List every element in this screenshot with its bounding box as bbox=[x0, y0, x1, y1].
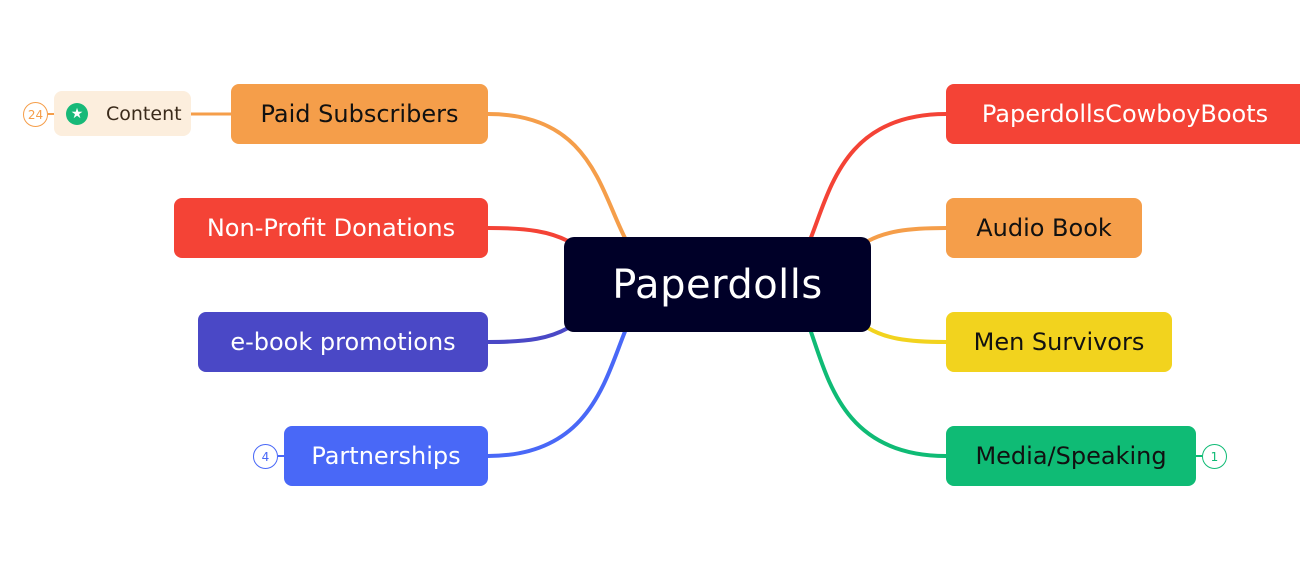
branch-label: Paid Subscribers bbox=[260, 100, 459, 128]
branch-label: Audio Book bbox=[976, 214, 1112, 242]
branch-media-speaking[interactable]: Media/Speaking bbox=[946, 426, 1196, 486]
branch-paperdolls-cowboy-boots[interactable]: PaperdollsCowboyBoots bbox=[946, 84, 1300, 144]
connector-audio bbox=[866, 226, 948, 243]
branch-label: PaperdollsCowboyBoots bbox=[981, 100, 1269, 128]
connector-ebook bbox=[486, 326, 570, 344]
connector-boots bbox=[808, 112, 948, 242]
badge-count: 1 bbox=[1210, 449, 1219, 464]
branch-paid-subscribers[interactable]: Paid Subscribers bbox=[231, 84, 488, 144]
root-topic-label: Paperdolls bbox=[612, 261, 823, 308]
branch-label: e-book promotions bbox=[230, 328, 456, 356]
connector-npd bbox=[486, 226, 570, 243]
star-icon: ★ bbox=[66, 102, 88, 125]
branch-label: Partnerships bbox=[311, 442, 461, 470]
branch-label: Media/Speaking bbox=[975, 442, 1167, 470]
collapsed-count-badge-media[interactable]: 1 bbox=[1202, 444, 1227, 469]
subtopic-label: Content bbox=[106, 102, 182, 125]
collapsed-count-badge-content[interactable]: 24 bbox=[23, 102, 48, 127]
branch-men-survivors[interactable]: Men Survivors bbox=[946, 312, 1172, 372]
connector-paid bbox=[486, 112, 628, 242]
branch-audio-book[interactable]: Audio Book bbox=[946, 198, 1142, 258]
branch-label: Non-Profit Donations bbox=[206, 214, 456, 242]
subtopic-content[interactable]: ★ Content bbox=[54, 91, 191, 136]
branch-partnerships[interactable]: Partnerships bbox=[284, 426, 488, 486]
branch-label: Men Survivors bbox=[973, 328, 1145, 356]
badge-count: 24 bbox=[27, 107, 44, 122]
connector-partner bbox=[486, 327, 628, 458]
root-topic[interactable]: Paperdolls bbox=[564, 237, 871, 332]
badge-count: 4 bbox=[261, 449, 270, 464]
branch-non-profit-donations[interactable]: Non-Profit Donations bbox=[174, 198, 488, 258]
connector-media bbox=[808, 327, 948, 458]
branch-ebook-promotions[interactable]: e-book promotions bbox=[198, 312, 488, 372]
collapsed-count-badge-partnerships[interactable]: 4 bbox=[253, 444, 278, 469]
connector-men bbox=[866, 326, 948, 344]
